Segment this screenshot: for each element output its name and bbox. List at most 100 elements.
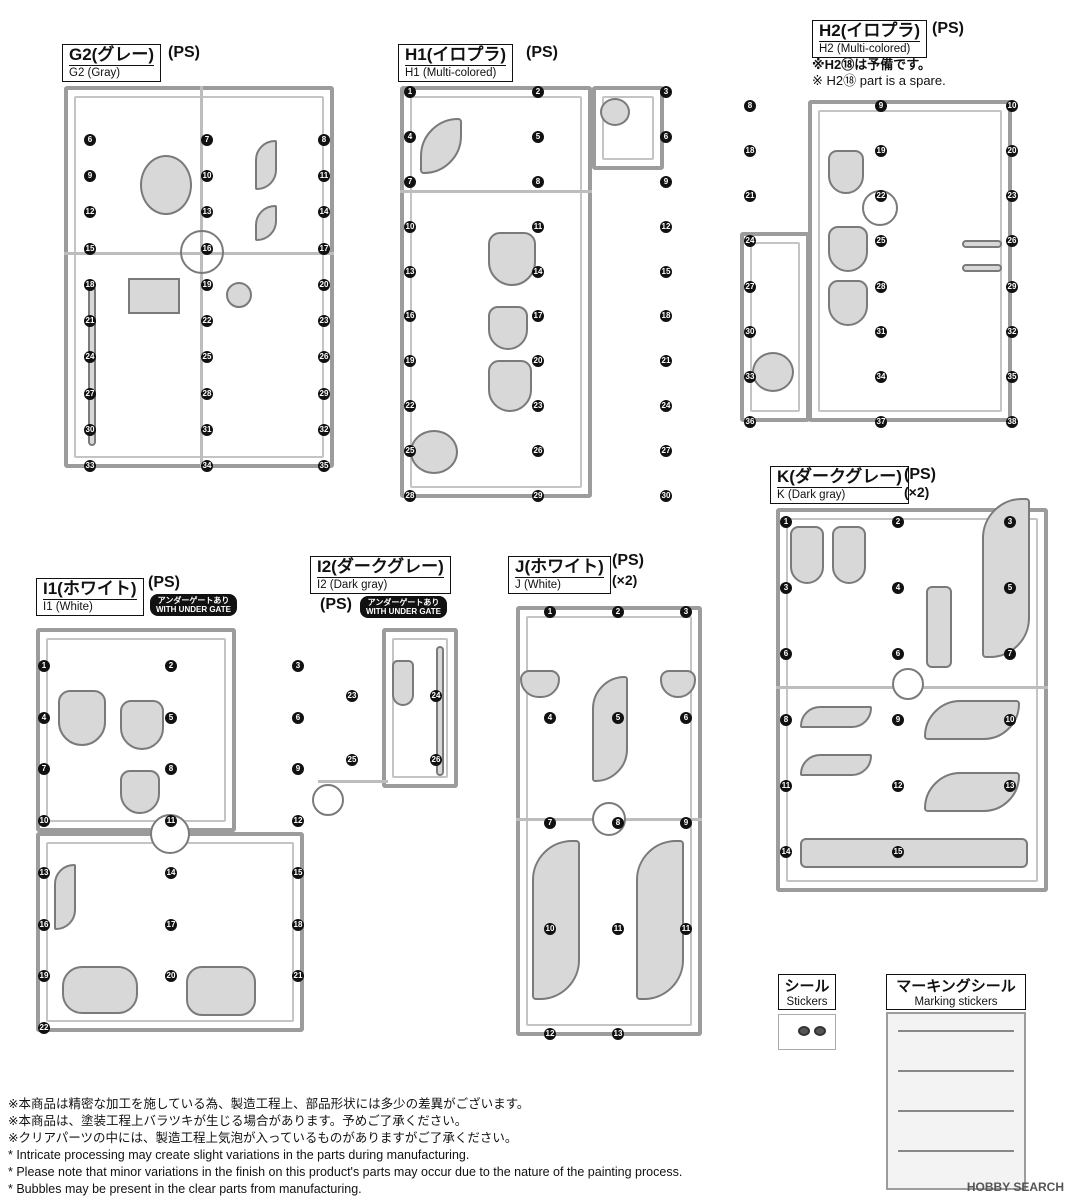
j-part-number: 8 xyxy=(612,817,624,829)
h2-part-shield-3 xyxy=(828,280,868,326)
g2-part-number: 16 xyxy=(201,242,213,255)
h1-part-number: 7 xyxy=(404,175,416,188)
stickers-label: シール Stickers xyxy=(778,974,836,1010)
j-qty: (×2) xyxy=(612,572,638,588)
g2-part-number: 27 xyxy=(84,387,96,400)
h1-part-number: 28 xyxy=(404,490,416,502)
i1-part-number: 12 xyxy=(292,815,304,828)
h1-part-number: 2 xyxy=(532,86,544,98)
i1-ps: (PS) xyxy=(148,574,180,591)
h1-part-number: 25 xyxy=(404,445,416,458)
j-part-number: 6 xyxy=(680,711,692,724)
note-en-2: * Please note that minor variations in t… xyxy=(8,1165,683,1179)
k-part-number: 4 xyxy=(892,582,904,594)
j-part-guard-1 xyxy=(520,670,560,698)
h2-part-number: 20 xyxy=(1006,145,1018,158)
g2-part-number: 33 xyxy=(84,460,96,472)
g2-part-number: 11 xyxy=(318,170,330,183)
k-label: K(ダークグレー)K (Dark gray) xyxy=(770,466,909,504)
i1-part-number: 19 xyxy=(38,970,50,983)
j-ps: (PS) xyxy=(612,552,644,569)
g2-part-number: 20 xyxy=(318,278,330,291)
j-title-en: J (White) xyxy=(515,576,604,591)
h2-part-number: 22 xyxy=(875,190,887,203)
k-part-number: 2 xyxy=(892,516,904,528)
i2-gate-ja: アンダーゲートあり xyxy=(367,598,440,607)
h1-part-number: 3 xyxy=(660,86,672,98)
k-part-number: 6 xyxy=(892,648,904,660)
k-qty: (×2) xyxy=(904,484,930,500)
i1-part-number: 11 xyxy=(165,815,177,828)
i1-part-number: 13 xyxy=(38,866,50,879)
h2-part-number: 28 xyxy=(875,280,887,293)
k-part-blade-1 xyxy=(800,706,872,728)
j-part-guard-2 xyxy=(660,670,696,698)
h2-part-bar-2 xyxy=(962,264,1002,272)
i1-part-number: 5 xyxy=(165,711,177,724)
i1-part-number: 9 xyxy=(292,763,304,776)
i1-part-armor-2 xyxy=(120,700,164,750)
h2-part-number: 38 xyxy=(1006,416,1018,428)
i1-gate-ja: アンダーゲートあり xyxy=(157,596,230,605)
i1-part-number: 7 xyxy=(38,763,50,776)
h1-part-egg xyxy=(600,98,630,126)
h1-part-number: 9 xyxy=(660,175,672,188)
h1-part-shield-3 xyxy=(488,360,532,412)
i2-runner xyxy=(382,628,458,788)
h2-spare-note-en: ※ H2⑱ part is a spare. xyxy=(812,73,946,88)
j-title-ja: J(ホワイト) xyxy=(515,557,604,576)
i2-title-ja: I2(ダークグレー) xyxy=(317,557,444,576)
i1-under-gate-badge: アンダーゲートあり WITH UNDER GATE xyxy=(150,594,237,616)
j-part-number: 9 xyxy=(680,817,692,829)
k-ps: (PS) xyxy=(904,466,936,483)
i1-part-number: 10 xyxy=(38,815,50,828)
k-part-number: 3 xyxy=(1004,516,1016,528)
g2-part-ring xyxy=(180,230,224,274)
k-part-number: 5 xyxy=(1004,582,1016,594)
h1-part-number: 6 xyxy=(660,130,672,143)
k-part-blade-2 xyxy=(800,754,872,776)
g2-part-number: 14 xyxy=(318,206,330,219)
h2-label: H2(イロプラ)H2 (Multi-colored) xyxy=(812,20,928,58)
h2-part-number: 37 xyxy=(875,416,887,428)
g2-part-number: 7 xyxy=(201,134,213,146)
h2-part-shield-2 xyxy=(828,226,868,272)
k-part-number: 9 xyxy=(892,714,904,726)
note-en-1: * Intricate processing may create slight… xyxy=(8,1148,470,1162)
k-part-number: 6 xyxy=(780,648,792,660)
h1-title-ja: H1(イロプラ) xyxy=(405,45,507,64)
k-part-number: 14 xyxy=(780,846,792,858)
h1-part-number: 4 xyxy=(404,130,416,143)
j-part-number: 11 xyxy=(680,922,692,935)
h1-part-number: 26 xyxy=(532,445,544,458)
h1-ps: (PS) xyxy=(526,44,558,61)
h2-part-number: 24 xyxy=(744,235,756,248)
h2-part-number: 34 xyxy=(875,370,887,383)
h1-runner xyxy=(400,86,592,498)
i2-title-en: I2 (Dark gray) xyxy=(317,576,444,591)
h1-part-number: 15 xyxy=(660,265,672,278)
i2-label: I2(ダークグレー)I2 (Dark gray) xyxy=(310,556,451,594)
h1-part-number: 11 xyxy=(532,220,544,233)
h1-part-number: 30 xyxy=(660,490,672,502)
g2-title-en: G2 (Gray) xyxy=(69,64,154,79)
h1-part-number: 21 xyxy=(660,355,672,368)
h2-part-number: 8 xyxy=(744,100,756,112)
g2-part-number: 28 xyxy=(201,387,213,400)
h2-part-bar-1 xyxy=(962,240,1002,248)
h2-part-number: 26 xyxy=(1006,235,1018,248)
k-runner xyxy=(776,508,1048,892)
g2-part-number: 17 xyxy=(318,242,330,255)
i1-part-number: 3 xyxy=(292,660,304,672)
i1-part-number: 16 xyxy=(38,918,50,931)
h2-part-number: 10 xyxy=(1006,100,1018,112)
h1-part-number: 17 xyxy=(532,310,544,323)
i1-part-number: 21 xyxy=(292,970,304,983)
i2-under-gate-badge: アンダーゲートあり WITH UNDER GATE xyxy=(360,596,447,618)
i1-part-number: 4 xyxy=(38,711,50,724)
k-part-ring xyxy=(892,668,924,700)
g2-part-number: 13 xyxy=(201,206,213,219)
h1-part-number: 29 xyxy=(532,490,544,502)
h1-part-number: 24 xyxy=(660,400,672,413)
g2-part-number: 18 xyxy=(84,278,96,291)
